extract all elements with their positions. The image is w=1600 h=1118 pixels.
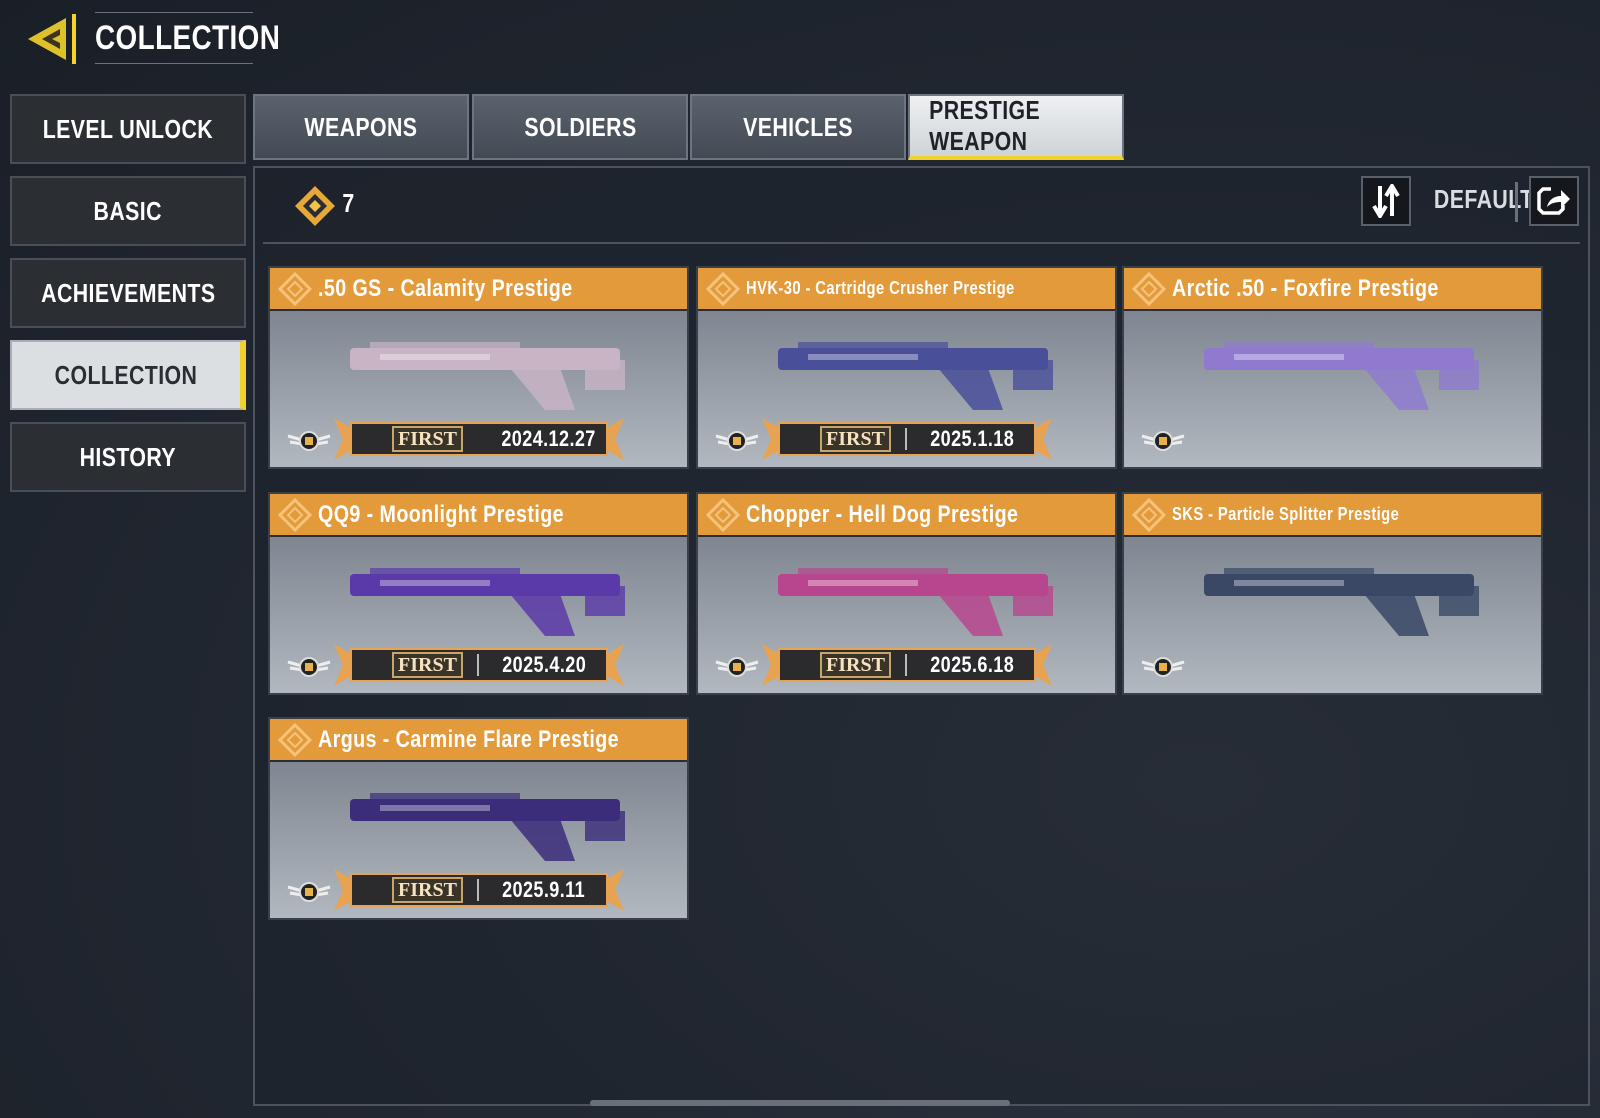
prestige-diamond-icon	[278, 271, 312, 306]
first-badge: FIRST	[392, 652, 463, 678]
sidebar-item-collection[interactable]: COLLECTION	[10, 340, 246, 410]
weapon-image	[1204, 342, 1479, 410]
unlock-date: 2025.6.18	[930, 652, 1015, 677]
prestige-diamond-icon	[278, 497, 312, 532]
sidebar-item-achievements[interactable]: ACHIEVEMENTS	[10, 258, 246, 328]
card-header: QQ9 - Moonlight Prestige	[270, 494, 687, 537]
toolbar: 7 DEFAULT	[263, 168, 1580, 244]
sidebar-item-history[interactable]: HISTORY	[10, 422, 246, 492]
weapon-name: Argus - Carmine Flare Prestige	[318, 725, 620, 753]
back-button[interactable]	[22, 10, 86, 68]
prestige-diamond-icon	[278, 722, 312, 757]
mastery-wing-badge-icon	[287, 657, 331, 677]
tab-label: WEAPONS	[304, 111, 418, 142]
mastery-wing-badge-icon	[715, 431, 759, 451]
first-badge: FIRST	[392, 426, 463, 452]
tab-label: PRESTIGE WEAPON	[929, 95, 1041, 156]
page-title-bar: COLLECTION	[95, 12, 280, 64]
tab-label: VEHICLES	[743, 111, 853, 142]
weapon-name: HVK-30 - Cartridge Crusher Prestige	[746, 278, 1015, 298]
mastery-wing-badge-icon	[287, 882, 331, 902]
sort-arrows-icon	[1372, 184, 1400, 218]
weapon-name: QQ9 - Moonlight Prestige	[318, 500, 565, 528]
weapon-image	[778, 568, 1053, 636]
mastery-wing-badge-icon	[1141, 657, 1185, 677]
tab-weapons[interactable]: WEAPONS	[253, 94, 469, 160]
weapon-name: .50 GS - Calamity Prestige	[318, 274, 573, 302]
card-header: Arctic .50 - Foxfire Prestige	[1124, 268, 1541, 311]
weapon-image	[350, 793, 625, 861]
weapon-image	[350, 342, 625, 410]
sidebar-item-label: ACHIEVEMENTS	[40, 277, 216, 308]
prestige-weapon-card[interactable]: QQ9 - Moonlight Prestige FIRST 2025.4.20	[268, 492, 689, 695]
sort-label[interactable]: DEFAULT	[1433, 184, 1534, 214]
unlock-date: 2025.4.20	[502, 652, 587, 677]
weapon-name: Arctic .50 - Foxfire Prestige	[1172, 274, 1439, 302]
sort-button[interactable]	[1361, 176, 1411, 226]
prestige-weapon-card[interactable]: HVK-30 - Cartridge Crusher Prestige FIRS…	[696, 266, 1117, 469]
prestige-weapon-card[interactable]: .50 GS - Calamity Prestige FIRST 2024.12.…	[268, 266, 689, 469]
unlock-date: 2025.9.11	[502, 877, 585, 902]
prestige-diamond-icon	[295, 186, 335, 226]
weapon-name: Chopper - Hell Dog Prestige	[746, 500, 1019, 528]
prestige-count: 7	[342, 188, 355, 218]
card-header: Argus - Carmine Flare Prestige	[270, 719, 687, 762]
page-title: COLLECTION	[95, 18, 281, 57]
prestige-weapon-card[interactable]: SKS - Particle Splitter Prestige	[1122, 492, 1543, 695]
prestige-diamond-icon	[1132, 497, 1166, 532]
tab-vehicles[interactable]: VEHICLES	[690, 94, 906, 160]
weapon-image	[350, 568, 625, 636]
first-badge: FIRST	[820, 652, 891, 678]
tab-soldiers[interactable]: SOLDIERS	[472, 94, 688, 160]
prestige-weapon-card[interactable]: Arctic .50 - Foxfire Prestige	[1122, 266, 1543, 469]
mastery-wing-badge-icon	[287, 431, 331, 451]
first-badge: FIRST	[392, 877, 463, 903]
sidebar-item-basic[interactable]: BASIC	[10, 176, 246, 246]
prestige-diamond-icon	[1132, 271, 1166, 306]
back-chevron-icon	[28, 14, 76, 64]
first-owner-banner: FIRST 2025.4.20	[334, 642, 624, 688]
share-button[interactable]	[1529, 176, 1579, 226]
tab-label: SOLDIERS	[523, 111, 637, 142]
first-badge: FIRST	[820, 426, 891, 452]
card-header: SKS - Particle Splitter Prestige	[1124, 494, 1541, 537]
share-icon	[1537, 187, 1570, 215]
card-header: .50 GS - Calamity Prestige	[270, 268, 687, 311]
card-header: HVK-30 - Cartridge Crusher Prestige	[698, 268, 1115, 311]
unlock-date: 2024.12.27	[501, 426, 596, 451]
sidebar-item-label: HISTORY	[79, 441, 177, 472]
prestige-diamond-icon	[706, 271, 740, 306]
sidebar-item-label: COLLECTION	[54, 359, 198, 390]
first-owner-banner: FIRST 2025.1.18	[762, 416, 1052, 462]
toolbar-divider	[1515, 182, 1518, 222]
prestige-diamond-icon	[706, 497, 740, 532]
first-owner-banner: FIRST 2025.9.11	[334, 867, 624, 913]
horizontal-scrollbar[interactable]	[590, 1100, 1010, 1106]
sidebar-item-label: BASIC	[93, 195, 163, 226]
mastery-wing-badge-icon	[1141, 431, 1185, 451]
first-owner-banner: FIRST 2025.6.18	[762, 642, 1052, 688]
prestige-weapon-card[interactable]: Argus - Carmine Flare Prestige FIRST 2025…	[268, 717, 689, 920]
card-header: Chopper - Hell Dog Prestige	[698, 494, 1115, 537]
weapon-image	[778, 342, 1053, 410]
unlock-date: 2025.1.18	[930, 426, 1015, 451]
sidebar-item-level-unlock[interactable]: LEVEL UNLOCK	[10, 94, 246, 164]
mastery-wing-badge-icon	[715, 657, 759, 677]
sidebar-item-label: LEVEL UNLOCK	[42, 113, 214, 144]
weapon-name: SKS - Particle Splitter Prestige	[1172, 504, 1400, 524]
prestige-weapon-card[interactable]: Chopper - Hell Dog Prestige FIRST 2025.6.…	[696, 492, 1117, 695]
first-owner-banner: FIRST 2024.12.27	[334, 416, 624, 462]
tab-prestige-weapon[interactable]: PRESTIGE WEAPON	[908, 94, 1124, 160]
weapon-image	[1204, 568, 1479, 636]
